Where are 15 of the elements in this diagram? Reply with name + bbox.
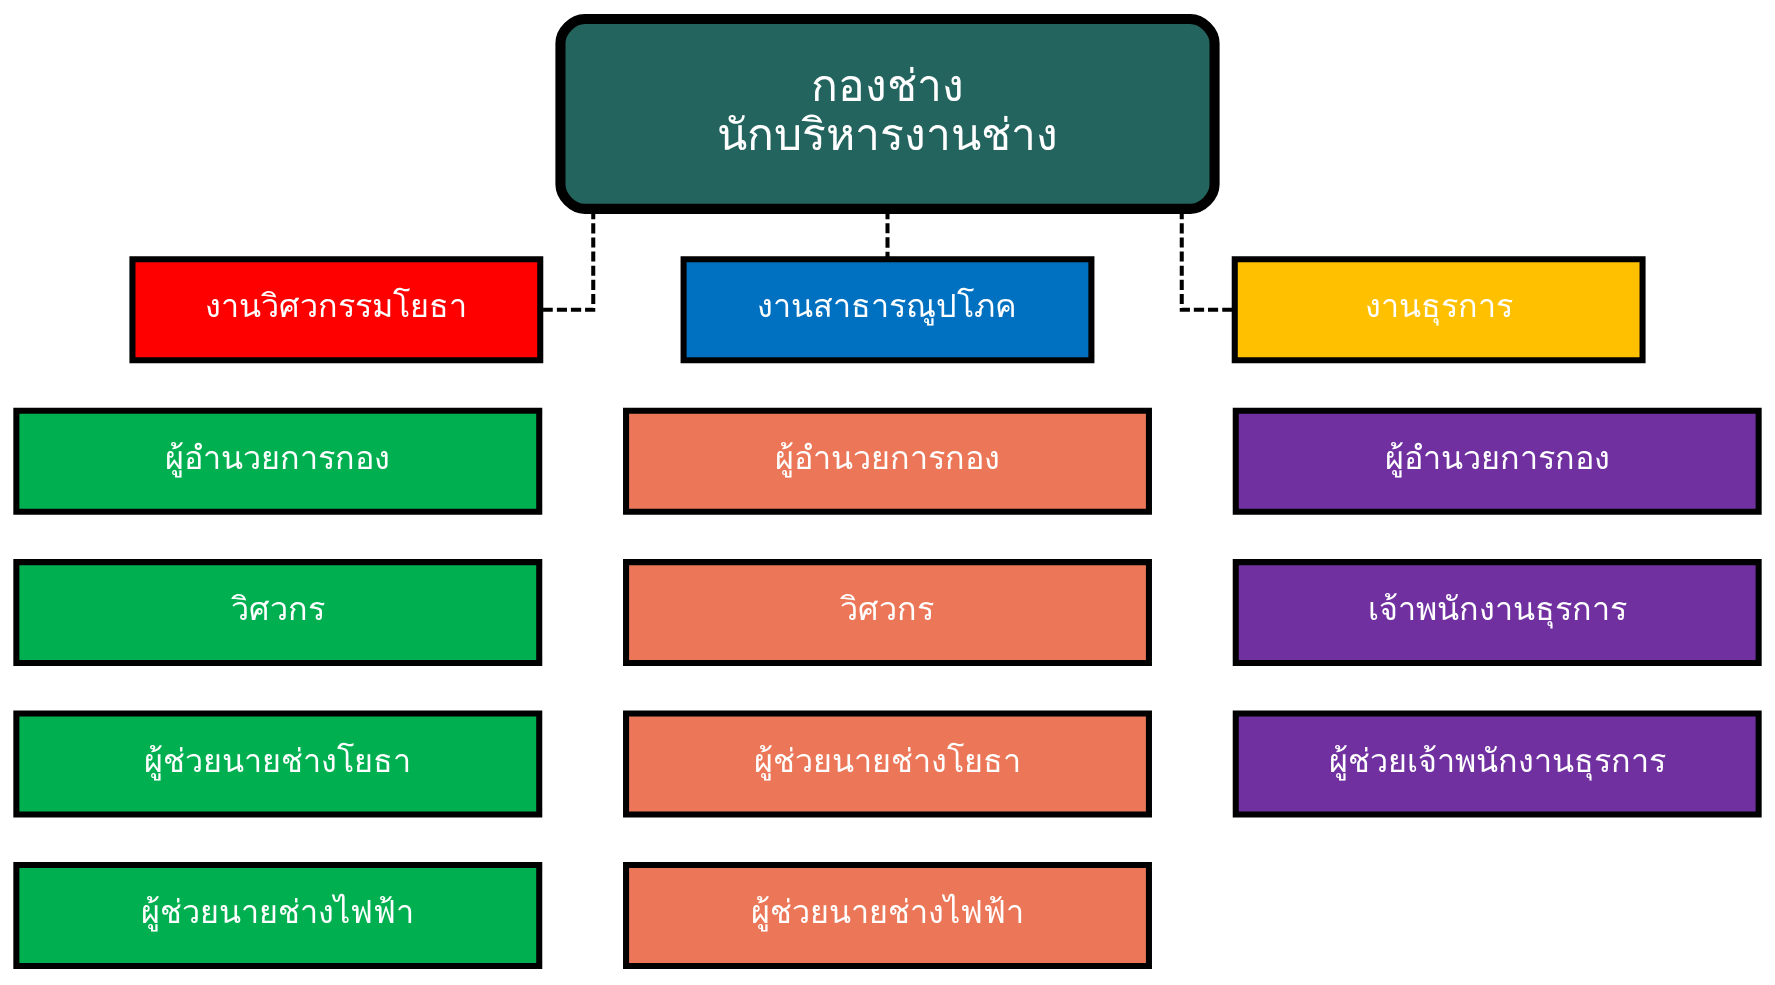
node-box: ผู้ช่วยนายช่างไฟฟ้า	[623, 861, 1152, 969]
node-box: ผู้ช่วยนายช่างโยธา	[623, 710, 1152, 818]
node-box: กองช่าง นักบริหารงานช่าง	[555, 14, 1220, 214]
node-box: ผู้อำนวยการกอง	[1232, 407, 1762, 515]
node-box: ผู้ช่วยนายช่างโยธา	[13, 710, 543, 818]
node-box: ผู้ช่วยนายช่างไฟฟ้า	[13, 861, 543, 969]
node-box: งานวิศวกรรมโยธา	[129, 256, 544, 364]
node-box: งานสาธารณูปโภค	[680, 256, 1095, 364]
node-box: เจ้าพนักงานธุรการ	[1232, 559, 1762, 667]
node-box: ผู้อำนวยการกอง	[623, 407, 1152, 515]
node-box: ผู้ช่วยเจ้าพนักงานธุรการ	[1232, 710, 1762, 818]
node-box: ผู้อำนวยการกอง	[13, 407, 543, 515]
node-box: งานธุรการ	[1231, 256, 1646, 364]
node-box: วิศวกร	[623, 559, 1152, 667]
node-box: วิศวกร	[13, 559, 543, 667]
